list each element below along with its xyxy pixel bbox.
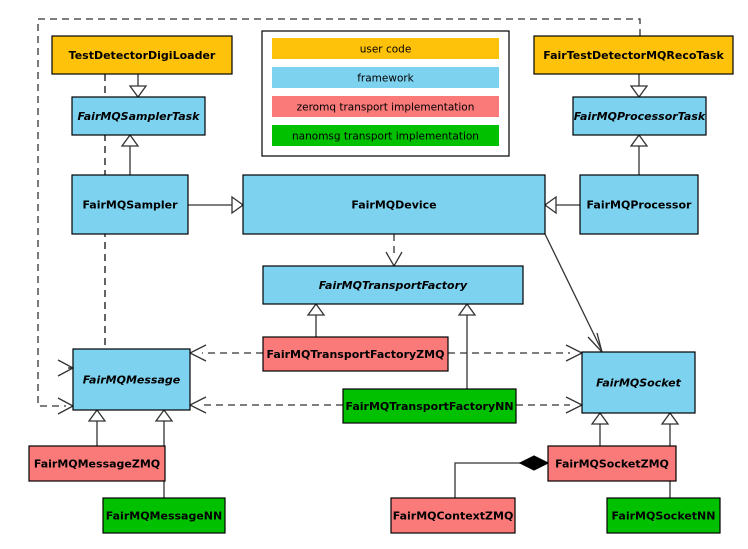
class-box-FairMQProcessor[interactable] xyxy=(579,174,699,235)
legend-label-3: nanomsg transport implementation xyxy=(292,131,479,143)
class-label-FairTestDetectorMQRecoTask: FairTestDetectorMQRecoTask xyxy=(543,49,724,62)
class-label-FairMQTransportFactoryNN: FairMQTransportFactoryNN xyxy=(345,400,513,413)
class-edges xyxy=(87,74,680,498)
legend: user code framework zeromq transport imple… xyxy=(261,30,510,157)
legend-item-2: zeromq transport implementation xyxy=(272,96,499,117)
class-nodes: TestDetectorDigiLoaderFairMQSamplerTaskF… xyxy=(28,35,734,534)
class-label-FairMQProcessorTask: FairMQProcessorTask xyxy=(574,110,706,123)
legend-swatch-3 xyxy=(272,125,499,146)
class-label-FairMQMessageZMQ: FairMQMessageZMQ xyxy=(34,458,160,471)
class-label-FairMQContextZMQ: FairMQContextZMQ xyxy=(393,510,514,523)
arrowhead-processor-processortask xyxy=(629,133,649,147)
arrowhead-processor-device xyxy=(543,195,557,215)
class-box-FairMQContextZMQ[interactable] xyxy=(390,497,516,534)
class-label-FairMQTransportFactoryZMQ: FairMQTransportFactoryZMQ xyxy=(267,348,445,361)
arrowhead-tfnn-transportfactory xyxy=(457,302,477,316)
class-node-FairMQMessage[interactable]: FairMQMessage xyxy=(72,348,191,411)
arrowhead-tfzmq-transportfactory xyxy=(306,302,326,316)
edge-contextzmq-socketzmq xyxy=(454,462,534,498)
class-box-FairMQTransportFactory[interactable] xyxy=(262,265,524,305)
legend-items: user code framework zeromq transport imple… xyxy=(272,38,499,146)
legend-swatch-1 xyxy=(272,67,499,88)
class-label-FairMQSocketNN: FairMQSocketNN xyxy=(612,510,716,523)
class-label-FairMQSocket: FairMQSocket xyxy=(596,377,682,390)
class-box-FairMQMessageNN[interactable] xyxy=(102,497,226,534)
arrowhead-digiloader-samplertask xyxy=(128,85,148,99)
class-label-FairMQSocketZMQ: FairMQSocketZMQ xyxy=(555,458,669,471)
class-node-FairMQSamplerTask[interactable]: FairMQSamplerTask xyxy=(71,96,206,136)
class-node-FairMQContextZMQ[interactable]: FairMQContextZMQ xyxy=(390,497,516,534)
class-node-FairMQTransportFactoryNN[interactable]: FairMQTransportFactoryNN xyxy=(342,388,517,424)
class-node-FairMQProcessor[interactable]: FairMQProcessor xyxy=(579,174,699,235)
legend-label-2: zeromq transport implementation xyxy=(297,102,475,114)
arrowhead-messagenn-message xyxy=(154,408,174,422)
class-label-FairMQSamplerTask: FairMQSamplerTask xyxy=(78,110,201,123)
legend-item-3: nanomsg transport implementation xyxy=(272,125,499,146)
class-node-FairMQMessageZMQ[interactable]: FairMQMessageZMQ xyxy=(28,445,166,482)
legend-item-0: user code xyxy=(272,38,499,59)
class-box-FairMQProcessorTask[interactable] xyxy=(572,96,707,136)
arrowhead-sampler-samplertask xyxy=(120,133,140,147)
class-box-FairTestDetectorMQRecoTask[interactable] xyxy=(533,35,734,75)
class-label-FairMQMessageNN: FairMQMessageNN xyxy=(106,510,222,523)
class-node-FairMQSocketZMQ[interactable]: FairMQSocketZMQ xyxy=(547,445,677,482)
class-label-FairMQSampler: FairMQSampler xyxy=(82,199,178,212)
class-box-FairMQSamplerTask[interactable] xyxy=(71,96,206,136)
class-box-FairMQDevice[interactable] xyxy=(242,174,546,235)
composition-diamond-socketzmq xyxy=(518,455,550,471)
legend-swatch-0 xyxy=(272,38,499,59)
class-box-FairMQTransportFactoryNN[interactable] xyxy=(342,388,517,424)
arrowhead-sampler-device xyxy=(231,195,245,215)
arrowhead-tfnn-message xyxy=(188,396,207,414)
class-node-FairMQDevice[interactable]: FairMQDevice xyxy=(242,174,546,235)
class-node-FairTestDetectorMQRecoTask[interactable]: FairTestDetectorMQRecoTask xyxy=(533,35,734,75)
class-node-FairMQSocket[interactable]: FairMQSocket xyxy=(581,351,696,414)
class-label-TestDetectorDigiLoader: TestDetectorDigiLoader xyxy=(69,49,216,62)
class-label-FairMQMessage: FairMQMessage xyxy=(83,374,181,387)
class-box-FairMQTransportFactoryZMQ[interactable] xyxy=(262,336,449,372)
class-node-TestDetectorDigiLoader[interactable]: TestDetectorDigiLoader xyxy=(51,35,233,75)
class-node-FairMQProcessorTask[interactable]: FairMQProcessorTask xyxy=(572,96,707,136)
class-label-FairMQDevice: FairMQDevice xyxy=(351,199,436,212)
legend-item-1: framework xyxy=(272,67,499,88)
arrowhead-socketnn-socket xyxy=(660,411,680,425)
class-box-FairMQMessage[interactable] xyxy=(72,348,191,411)
class-node-FairMQSampler[interactable]: FairMQSampler xyxy=(71,174,189,235)
class-label-FairMQTransportFactory: FairMQTransportFactory xyxy=(319,279,468,292)
arrowhead-recotask-processortask xyxy=(629,85,649,99)
class-box-FairMQSocket[interactable] xyxy=(581,351,696,414)
class-box-FairMQMessageZMQ[interactable] xyxy=(28,445,166,482)
class-box-TestDetectorDigiLoader[interactable] xyxy=(51,35,233,75)
legend-label-0: user code xyxy=(360,44,412,56)
legend-swatch-2 xyxy=(272,96,499,117)
class-node-FairMQTransportFactory[interactable]: FairMQTransportFactory xyxy=(262,265,524,305)
legend-label-1: framework xyxy=(357,73,414,85)
class-label-FairMQProcessor: FairMQProcessor xyxy=(587,199,692,212)
arrowhead-socketzmq-socket xyxy=(590,411,610,425)
edge-recotask-to-message xyxy=(37,18,641,407)
class-box-FairMQSocketZMQ[interactable] xyxy=(547,445,677,482)
edge-device-socket xyxy=(544,233,602,350)
class-box-FairMQSocketNN[interactable] xyxy=(606,497,721,534)
class-node-FairMQSocketNN[interactable]: FairMQSocketNN xyxy=(606,497,721,534)
class-box-FairMQSampler[interactable] xyxy=(71,174,189,235)
arrowhead-device-transportfactory xyxy=(385,251,403,268)
class-node-FairMQTransportFactoryZMQ[interactable]: FairMQTransportFactoryZMQ xyxy=(262,336,449,372)
class-node-FairMQMessageNN[interactable]: FairMQMessageNN xyxy=(102,497,226,534)
arrowhead-messagezmq-message xyxy=(87,408,107,422)
arrowhead-tfzmq-message xyxy=(188,344,207,362)
